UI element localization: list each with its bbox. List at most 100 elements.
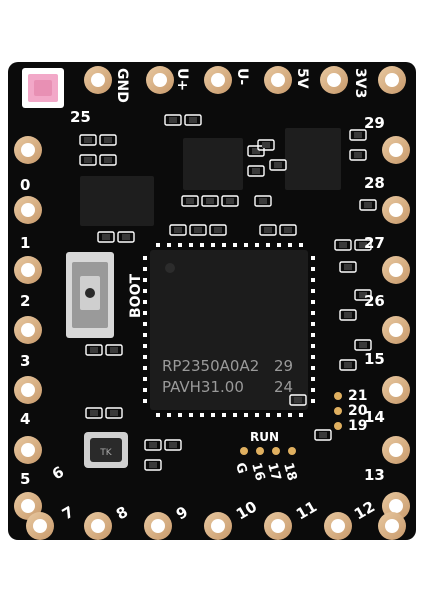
smd-component <box>269 159 287 171</box>
top-pin-label: 3V3 <box>352 68 368 98</box>
inner-pad-right <box>334 407 342 415</box>
smd-component <box>354 339 372 351</box>
chip-pin-dots <box>143 243 315 417</box>
smd-component <box>314 429 332 441</box>
right-pad <box>382 376 410 404</box>
smd-component <box>99 154 117 166</box>
smd-component <box>99 134 117 146</box>
right-pin-label: 14 <box>364 408 385 426</box>
smd-component <box>221 195 239 207</box>
crystal-oscillator: TK <box>84 432 128 468</box>
left-pad <box>14 136 42 164</box>
mosfet-ic <box>285 128 341 190</box>
right-pin-label: 26 <box>364 292 385 310</box>
inner-pad-bottom <box>288 447 296 455</box>
smd-component <box>189 224 207 236</box>
inner-pad-right <box>334 422 342 430</box>
right-pad <box>382 256 410 284</box>
smd-component <box>247 145 265 157</box>
smd-component <box>117 231 135 243</box>
smd-component <box>339 309 357 321</box>
flash-ic <box>80 176 154 226</box>
right-pin-label: 29 <box>364 114 385 132</box>
smd-component <box>247 165 265 177</box>
top-pin-label: U- <box>234 68 250 85</box>
smd-component <box>79 154 97 166</box>
smd-component <box>79 134 97 146</box>
smd-component <box>289 394 307 406</box>
inner-right-label: 20 <box>348 403 368 419</box>
crystal-mark: TK <box>99 448 112 458</box>
top-pad <box>320 66 348 94</box>
smd-component <box>97 231 115 243</box>
left-pin-label: 5 <box>20 470 30 488</box>
left-pad <box>14 256 42 284</box>
left-pad <box>14 196 42 224</box>
inner-pad-bottom <box>240 447 248 455</box>
smd-component <box>254 195 272 207</box>
smd-component <box>354 239 372 251</box>
top-pad <box>204 66 232 94</box>
smd-component <box>339 261 357 273</box>
smd-component <box>169 224 187 236</box>
chip-marking-line1: RP2350A0A2 <box>162 357 259 375</box>
inner-bottom-label: 18 <box>280 461 299 482</box>
inner-right-label: 19 <box>348 418 367 434</box>
right-pin-label: 15 <box>364 350 385 368</box>
right-pad <box>382 316 410 344</box>
smd-component <box>105 344 123 356</box>
top-pin-label: U+ <box>174 68 190 91</box>
bottom-pad <box>26 512 54 540</box>
smd-component <box>279 224 297 236</box>
right-pad <box>382 436 410 464</box>
right-pin-label: 27 <box>364 234 385 252</box>
rgb-led <box>22 68 64 108</box>
boot-label: BOOT <box>128 274 144 318</box>
left-pad <box>14 436 42 464</box>
smd-component <box>349 149 367 161</box>
chip-marking-line2: PAVH31.00 <box>162 378 244 396</box>
bottom-pad <box>204 512 232 540</box>
inner-pad-bottom <box>256 447 264 455</box>
smd-component <box>339 359 357 371</box>
smd-component <box>257 139 275 151</box>
inner-bottom-label: 16 <box>248 461 267 482</box>
chip-marking-line1b: 29 <box>274 357 293 375</box>
inner-bottom-label: 17 <box>264 461 283 482</box>
run-label: RUN <box>250 430 279 444</box>
smd-component <box>359 199 377 211</box>
smd-component <box>164 439 182 451</box>
smd-component <box>181 195 199 207</box>
left-pad <box>14 376 42 404</box>
chip-marking-line2b: 24 <box>274 378 293 396</box>
inner-right-label: 21 <box>348 388 367 404</box>
smd-component <box>201 195 219 207</box>
bottom-pad <box>144 512 172 540</box>
smd-component <box>144 439 162 451</box>
top-pad <box>264 66 292 94</box>
bottom-pad <box>378 512 406 540</box>
top-pin-label: 5V <box>294 68 310 89</box>
left-pin-label: 0 <box>20 176 30 194</box>
castellated-pads <box>14 66 410 540</box>
boot-button[interactable] <box>66 252 114 338</box>
smd-component <box>209 224 227 236</box>
left-pin-label: 2 <box>20 292 30 310</box>
smd-component <box>85 344 103 356</box>
inner-bottom-label: G <box>232 461 249 475</box>
left-pin-label: 25 <box>70 108 91 126</box>
left-pad <box>14 316 42 344</box>
bottom-pad <box>324 512 352 540</box>
left-pin-label: 4 <box>20 410 30 428</box>
bottom-pad <box>264 512 292 540</box>
inner-pads <box>240 392 342 455</box>
smd-component <box>164 114 182 126</box>
rp2350-chip: RP2350A0A2 29 PAVH31.00 24 <box>150 250 308 410</box>
top-pin-label: GND <box>114 68 130 103</box>
left-pin-label: 3 <box>20 352 30 370</box>
right-pad <box>382 136 410 164</box>
regulator-ic <box>183 138 243 190</box>
